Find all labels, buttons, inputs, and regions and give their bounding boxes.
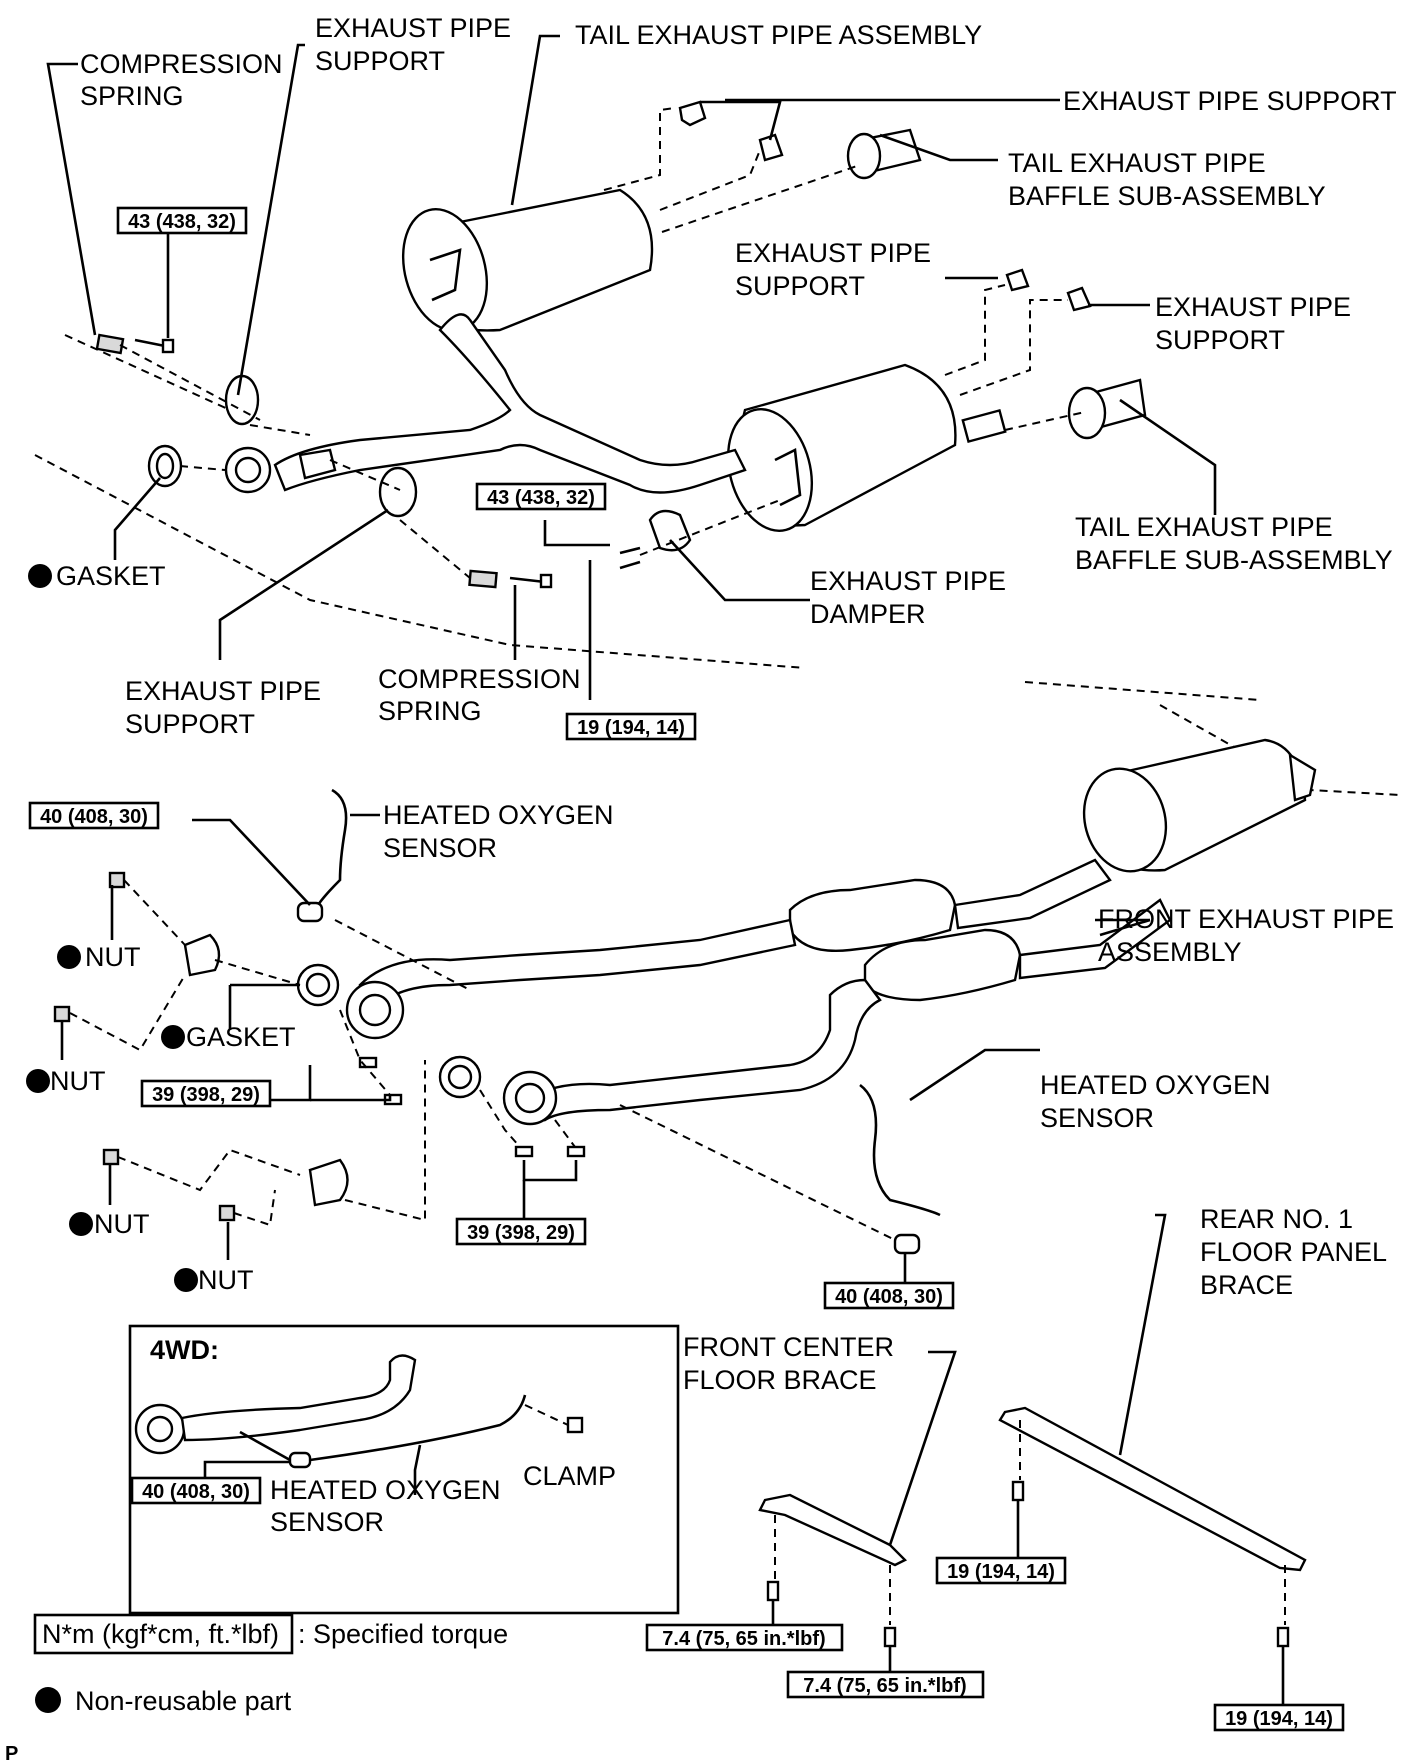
label-front-exhaust-pipe-assembly-b: ASSEMBLY <box>1098 937 1242 967</box>
non-reusable-mark-nut-1 <box>57 945 81 969</box>
oxygen-sensor-2-part <box>859 1083 941 1255</box>
label-compression-spring-2b: SPRING <box>378 696 482 726</box>
label-exhaust-pipe-support-3b: SUPPORT <box>735 271 865 301</box>
label-nut-2: NUT <box>50 1066 106 1096</box>
torque-1: 43 (438, 32) <box>128 211 236 233</box>
nut-part-3 <box>102 1148 120 1166</box>
label-exhaust-pipe-support-3a: EXHAUST PIPE <box>735 238 931 268</box>
label-heated-oxygen-sensor-2b: SENSOR <box>1040 1103 1154 1133</box>
nut-part-4 <box>218 1204 236 1222</box>
torque-6: 39 (398, 29) <box>467 1222 575 1244</box>
label-exhaust-pipe-support-5b: SUPPORT <box>125 709 255 739</box>
torque-7: 40 (408, 30) <box>835 1286 943 1308</box>
non-reusable-legend-mark <box>35 1687 61 1713</box>
front-center-floor-brace-part <box>758 1493 908 1648</box>
legend-non-reusable: Non-reusable part <box>75 1686 292 1716</box>
torque-2: 43 (438, 32) <box>487 487 595 509</box>
torque-9: 19 (194, 14) <box>947 1561 1055 1583</box>
legend-torque-desc: : Specified torque <box>298 1619 508 1649</box>
label-front-exhaust-pipe-assembly-a: FRONT EXHAUST PIPE <box>1098 904 1394 934</box>
label-compression-spring-1a: COMPRESSION <box>80 49 283 79</box>
label-rear-floor-panel-brace-b: FLOOR PANEL <box>1200 1237 1387 1267</box>
tail-exhaust-section <box>34 100 1261 701</box>
label-exhaust-pipe-support-2: EXHAUST PIPE SUPPORT <box>1063 86 1397 116</box>
label-heated-oxygen-sensor-3b: SENSOR <box>270 1507 384 1537</box>
tail-muffler-2 <box>726 363 1007 532</box>
spring-bolt-upper <box>95 333 175 355</box>
label-clamp: CLAMP <box>523 1461 616 1491</box>
non-reusable-mark-gasket-2 <box>161 1025 185 1049</box>
torque-8: 40 (408, 30) <box>142 1481 250 1503</box>
label-exhaust-pipe-damper-a: EXHAUST PIPE <box>810 566 1006 596</box>
oxygen-sensor-1-part <box>296 788 348 923</box>
label-nut-3: NUT <box>94 1209 150 1239</box>
torque-3: 19 (194, 14) <box>577 717 685 739</box>
label-tail-baffle-1b: BAFFLE SUB-ASSEMBLY <box>1008 181 1326 211</box>
label-tail-exhaust-pipe-assembly: TAIL EXHAUST PIPE ASSEMBLY <box>575 20 982 50</box>
torque-5: 39 (398, 29) <box>152 1084 260 1106</box>
label-gasket-1: GASKET <box>56 561 166 591</box>
label-exhaust-pipe-support-5a: EXHAUST PIPE <box>125 676 321 706</box>
leader-lines <box>46 34 1285 1705</box>
label-heated-oxygen-sensor-2a: HEATED OXYGEN <box>1040 1070 1271 1100</box>
nut-part-2 <box>53 1005 71 1023</box>
tail-muffler-1 <box>401 188 654 332</box>
label-heated-oxygen-sensor-1b: SENSOR <box>383 833 497 863</box>
label-tail-baffle-2a: TAIL EXHAUST PIPE <box>1075 512 1333 542</box>
label-gasket-2: GASKET <box>186 1022 296 1052</box>
label-exhaust-pipe-damper-b: DAMPER <box>810 599 926 629</box>
rear-floor-panel-brace-part <box>998 1406 1307 1648</box>
legend: N*m (kgf*cm, ft.*lbf) : Specified torque… <box>5 1613 508 1763</box>
nut-part-1 <box>108 871 126 889</box>
label-front-center-floor-brace-b: FLOOR BRACE <box>683 1365 877 1395</box>
label-four-wd: 4WD: <box>150 1335 219 1365</box>
label-rear-floor-panel-brace-c: BRACE <box>1200 1270 1293 1300</box>
non-reusable-mark-nut-2 <box>26 1069 50 1093</box>
torque-boxes: 43 (438, 32) 43 (438, 32) 19 (194, 14) 4… <box>28 206 1345 1732</box>
catalytic-converters <box>788 878 1022 1002</box>
label-heated-oxygen-sensor-1a: HEATED OXYGEN <box>383 800 614 830</box>
label-tail-baffle-2b: BAFFLE SUB-ASSEMBLY <box>1075 545 1393 575</box>
label-nut-1: NUT <box>85 942 141 972</box>
front-exhaust-section <box>53 704 1401 1255</box>
torque-10: 7.4 (75, 65 in.*lbf) <box>662 1628 825 1650</box>
label-tail-baffle-1a: TAIL EXHAUST PIPE <box>1008 148 1266 178</box>
tail-baffle-2 <box>1067 378 1147 440</box>
label-exhaust-pipe-support-1a: EXHAUST PIPE <box>315 13 511 43</box>
torque-12: 19 (194, 14) <box>1225 1708 1333 1730</box>
label-compression-spring-2a: COMPRESSION <box>378 664 581 694</box>
support-hangers <box>147 100 1092 518</box>
torque-11: 7.4 (75, 65 in.*lbf) <box>803 1675 966 1697</box>
tail-baffle-1 <box>846 128 922 180</box>
front-muffler <box>1082 738 1317 873</box>
non-reusable-mark-nut-3 <box>69 1212 93 1236</box>
non-reusable-mark-nut-4 <box>174 1268 198 1292</box>
label-compression-spring-1b: SPRING <box>80 81 184 111</box>
label-exhaust-pipe-support-4b: SUPPORT <box>1155 325 1285 355</box>
exhaust-pipe-damper-part <box>619 509 692 570</box>
tail-y-pipe <box>224 313 747 494</box>
label-heated-oxygen-sensor-3a: HEATED OXYGEN <box>270 1475 501 1505</box>
corner-mark: P <box>5 1743 18 1763</box>
label-rear-floor-panel-brace-a: REAR NO. 1 <box>1200 1204 1353 1234</box>
label-front-center-floor-brace-a: FRONT CENTER <box>683 1332 894 1362</box>
label-exhaust-pipe-support-1b: SUPPORT <box>315 46 445 76</box>
label-exhaust-pipe-support-4a: EXHAUST PIPE <box>1155 292 1351 322</box>
spring-bolt-center <box>468 569 553 589</box>
torque-4: 40 (408, 30) <box>40 806 148 828</box>
legend-torque-unit: N*m (kgf*cm, ft.*lbf) <box>42 1619 279 1649</box>
four-wd-parts <box>134 1354 584 1469</box>
non-reusable-mark-gasket-1 <box>28 564 52 588</box>
label-nut-4: NUT <box>198 1265 254 1295</box>
part-labels: COMPRESSION SPRING EXHAUST PIPE SUPPORT … <box>26 13 1397 1537</box>
